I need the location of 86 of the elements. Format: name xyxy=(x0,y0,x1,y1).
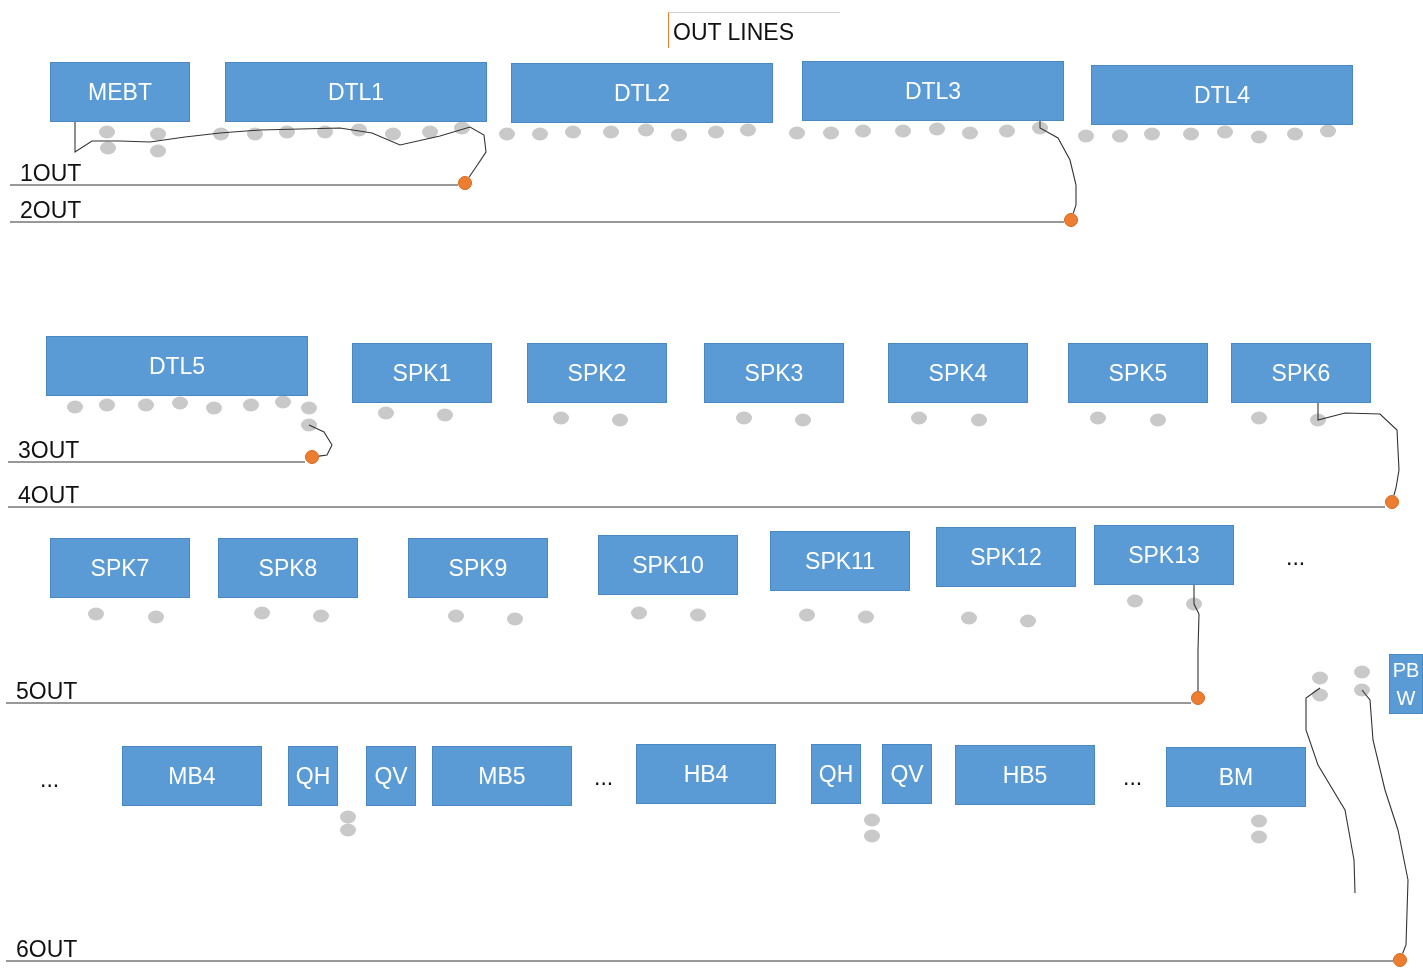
module-label: DTL1 xyxy=(327,77,385,107)
module-box xyxy=(511,63,773,123)
module-label: QH xyxy=(818,759,854,789)
module-box xyxy=(802,61,1064,121)
out-line xyxy=(5,702,1192,704)
line-label: 5OUT xyxy=(16,680,78,703)
module-box xyxy=(46,336,308,396)
module-box xyxy=(408,538,548,598)
module-label: HB4 xyxy=(683,759,729,789)
module-label: SPK2 xyxy=(567,358,627,388)
line-label: 4OUT xyxy=(18,484,80,507)
ellipsis-label: ... xyxy=(1286,546,1306,569)
out-line xyxy=(9,184,459,186)
terminal-dot xyxy=(458,176,472,190)
module-box xyxy=(50,62,190,122)
module-label: SPK4 xyxy=(928,358,988,388)
module-box xyxy=(432,746,572,806)
module-box xyxy=(1068,343,1208,403)
module-label: SPK10 xyxy=(632,550,704,580)
module-box xyxy=(1091,65,1353,125)
line-label: 6OUT xyxy=(16,938,78,961)
module-box xyxy=(50,538,190,598)
title: OUT LINES xyxy=(668,12,840,48)
module-box xyxy=(527,343,667,403)
module-box xyxy=(225,62,487,122)
module-box xyxy=(288,746,338,806)
module-label: SPK13 xyxy=(1128,540,1200,570)
line-label: 2OUT xyxy=(20,199,82,222)
module-label: SPK12 xyxy=(970,542,1042,572)
line-label: 1OUT xyxy=(20,162,82,185)
module-label: SPK6 xyxy=(1271,358,1331,388)
module-label: SPK11 xyxy=(805,546,875,576)
out-line xyxy=(7,506,1386,508)
module-box xyxy=(122,746,262,806)
line-label: 3OUT xyxy=(18,439,80,462)
module-label: SPK3 xyxy=(744,358,804,388)
module-box xyxy=(888,343,1028,403)
module-label: SPK1 xyxy=(392,358,452,388)
module-label: BM xyxy=(1218,762,1254,792)
module-label: SPK9 xyxy=(448,553,508,583)
wire xyxy=(1039,120,1077,214)
module-box xyxy=(636,744,776,804)
module-box xyxy=(1231,343,1371,403)
module-label: DTL4 xyxy=(1193,80,1251,110)
module-box xyxy=(352,343,492,403)
ellipsis-label: ... xyxy=(40,768,60,791)
module-label: MEBT xyxy=(88,77,152,107)
module-label: QH xyxy=(295,761,331,791)
ellipsis-label: ... xyxy=(1123,766,1143,789)
module-label: PBW xyxy=(1391,658,1421,711)
out-line xyxy=(5,960,1394,962)
module-label: DTL3 xyxy=(904,76,962,106)
module-label: DTL2 xyxy=(613,78,671,108)
wire xyxy=(308,424,333,457)
module-box xyxy=(598,535,738,595)
module-label: MB5 xyxy=(478,761,526,791)
module-label: HB5 xyxy=(1002,760,1048,790)
module-label: QV xyxy=(374,761,408,791)
module-box xyxy=(218,538,358,598)
module-box xyxy=(882,744,932,804)
terminal-dot xyxy=(1385,495,1399,509)
module-label: QV xyxy=(890,759,924,789)
terminal-dot xyxy=(1393,953,1407,967)
ellipsis-label: ... xyxy=(594,766,614,789)
out-line xyxy=(9,221,1065,223)
module-box xyxy=(704,343,844,403)
module-label: SPK5 xyxy=(1108,358,1168,388)
module-box xyxy=(366,746,416,806)
wire xyxy=(74,121,487,178)
module-box xyxy=(811,744,861,804)
module-box xyxy=(955,745,1095,805)
terminal-dot xyxy=(1191,691,1205,705)
module-label: SPK8 xyxy=(258,553,318,583)
terminal-dot xyxy=(1064,213,1078,227)
wire xyxy=(1193,584,1200,692)
wire xyxy=(1317,402,1400,496)
module-label: MB4 xyxy=(168,761,216,791)
module-box xyxy=(1166,747,1306,807)
terminal-dot xyxy=(305,450,319,464)
module-label: SPK7 xyxy=(90,553,150,583)
out-line xyxy=(7,461,306,463)
wire xyxy=(1361,689,1409,955)
module-box xyxy=(936,527,1076,587)
module-label: DTL5 xyxy=(148,351,206,381)
module-box xyxy=(1094,525,1234,585)
module-box xyxy=(770,531,910,591)
